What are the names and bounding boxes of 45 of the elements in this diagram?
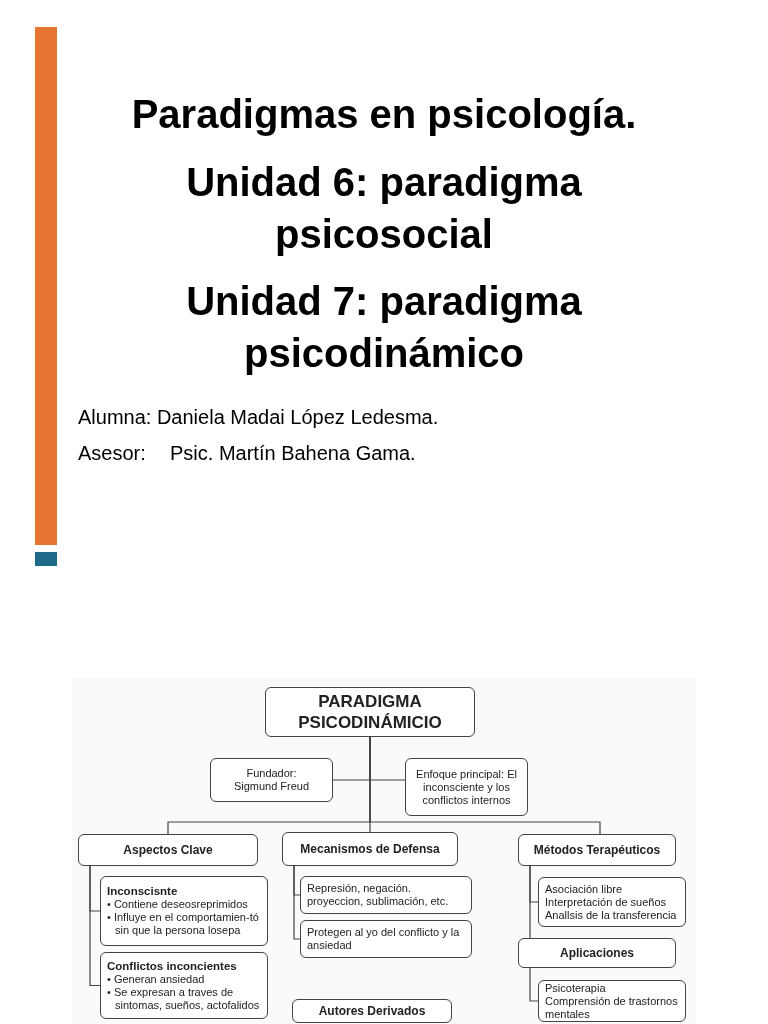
- author-text: Asesor:: [78, 442, 146, 465]
- box-text: Asociación libre: [545, 882, 624, 896]
- concept-box: [300, 876, 472, 914]
- concept-box: [538, 980, 686, 1022]
- connector-line: [89, 865, 101, 987]
- title-box: [265, 687, 475, 737]
- box-text: Enfoque principal: El inconsciente y los conflictos internos: [416, 767, 517, 807]
- concept-box: [78, 834, 258, 866]
- box-text: Anallsis de la transferencia: [545, 908, 678, 922]
- bullet-item: • Influye en el comportamien-tó sin que la persona losepa: [107, 911, 260, 937]
- box-text: PARADIGMA PSICODINÁMICIO: [297, 691, 443, 733]
- heading: Unidad 6: paradigma psicosocial: [185, 159, 583, 258]
- connector-line: [293, 865, 301, 940]
- box-text: Métodos Terapéuticos: [533, 843, 661, 857]
- box-text: Aplicaciones: [560, 946, 634, 960]
- box-text: Fundador: Sigmund Freud: [233, 767, 310, 793]
- title: Paradigmas en psicología.: [130, 91, 638, 138]
- concept-box: [518, 834, 676, 866]
- heading: Unidad 7: paradigma psicodinámico: [185, 278, 583, 377]
- bullet-item: • Generan ansiedad: [107, 972, 206, 986]
- box-text: Aspectos Clave: [123, 843, 213, 857]
- box-text: Represión, negación. proyeccion, sublimación, etc.: [307, 882, 450, 908]
- box-text: Comprensión de trastornos mentales: [545, 994, 679, 1021]
- concept-box: [518, 938, 676, 968]
- concept-box: [292, 999, 452, 1023]
- author-text: Alumna: Daniela Madai López Ledesma.: [78, 406, 439, 429]
- box-text: Autores Derivados: [318, 1004, 426, 1018]
- box-heading: Conflictos inconcientes: [107, 959, 238, 973]
- concept-box: [538, 877, 686, 927]
- bullet-item: • Contiene deseosreprimidos: [107, 898, 249, 911]
- concept-box: [300, 920, 472, 958]
- concept-box: [210, 758, 333, 802]
- box-text: Psicoterapia: [545, 981, 607, 995]
- bullet-item: • Se expresan a traves de sintomas, sueños, actofalidos: [107, 985, 261, 1012]
- box-text: Protegen al yo del conflicto y la ansiedad: [307, 926, 461, 952]
- concept-box: [282, 832, 458, 866]
- box-heading: Inconscisnte: [107, 885, 179, 898]
- author-text: Psic. Martín Bahena Gama.: [170, 442, 416, 465]
- concept-box: [100, 952, 268, 1019]
- connector-line: [529, 865, 531, 939]
- connector-line: [529, 967, 539, 1002]
- concept-box: [100, 876, 268, 946]
- box-text: Interpretación de sueños: [545, 895, 668, 909]
- concept-box: [405, 758, 528, 816]
- box-text: Mecanismos de Defensa: [300, 842, 440, 856]
